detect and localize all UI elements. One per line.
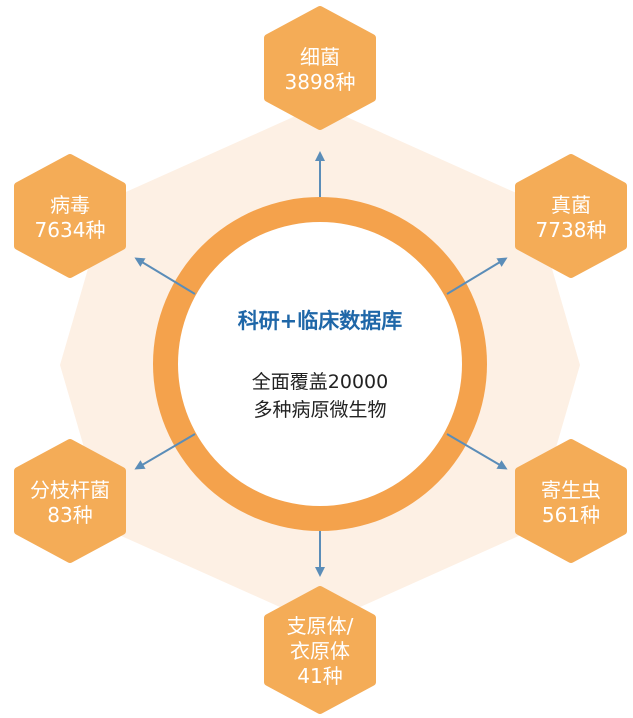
center-line-2: 多种病原微生物 xyxy=(253,399,386,421)
center-title: 科研+临床数据库 xyxy=(238,309,403,333)
node-parasite-count: 561种 xyxy=(542,503,600,527)
hexagon-shape xyxy=(515,154,627,278)
node-virus-count: 7634种 xyxy=(35,218,106,242)
hexagon-shape xyxy=(14,439,126,563)
node-virus-name: 病毒 xyxy=(50,193,90,217)
hexagon-shape xyxy=(515,439,627,563)
node-parasite-name: 寄生虫 xyxy=(541,478,601,502)
hexagon-shape xyxy=(264,6,376,130)
node-fungi-count: 7738种 xyxy=(536,218,607,242)
hexagon-shape xyxy=(264,586,376,714)
hexagon-shape xyxy=(14,154,126,278)
node-mycoplasma-name-2: 衣原体 xyxy=(290,639,350,663)
node-mycoplasma-count: 41种 xyxy=(297,664,342,688)
node-mycoplasma: 支原体/ 衣原体 41种 xyxy=(264,586,376,714)
node-parasite: 寄生虫 561种 xyxy=(515,439,627,563)
node-mycobacteria: 分枝杆菌 83种 xyxy=(14,439,126,563)
arrow-to-mycobacteria xyxy=(134,433,196,470)
node-virus: 病毒 7634种 xyxy=(14,154,126,278)
arrow-to-virus xyxy=(134,257,196,295)
node-bacteria-name: 细菌 xyxy=(300,45,340,69)
node-mycobacteria-name: 分枝杆菌 xyxy=(30,478,110,502)
node-fungi: 真菌 7738种 xyxy=(515,154,627,278)
node-mycobacteria-count: 83种 xyxy=(47,503,92,527)
center-disc xyxy=(178,222,462,506)
node-mycoplasma-name: 支原体/ xyxy=(287,614,354,638)
arrow-to-parasite xyxy=(446,433,508,470)
node-bacteria: 细菌 3898种 xyxy=(264,6,376,130)
node-fungi-name: 真菌 xyxy=(551,193,591,217)
arrow-to-fungi xyxy=(446,257,508,295)
node-bacteria-count: 3898种 xyxy=(285,70,356,94)
center-line-1: 全面覆盖20000 xyxy=(252,371,388,393)
